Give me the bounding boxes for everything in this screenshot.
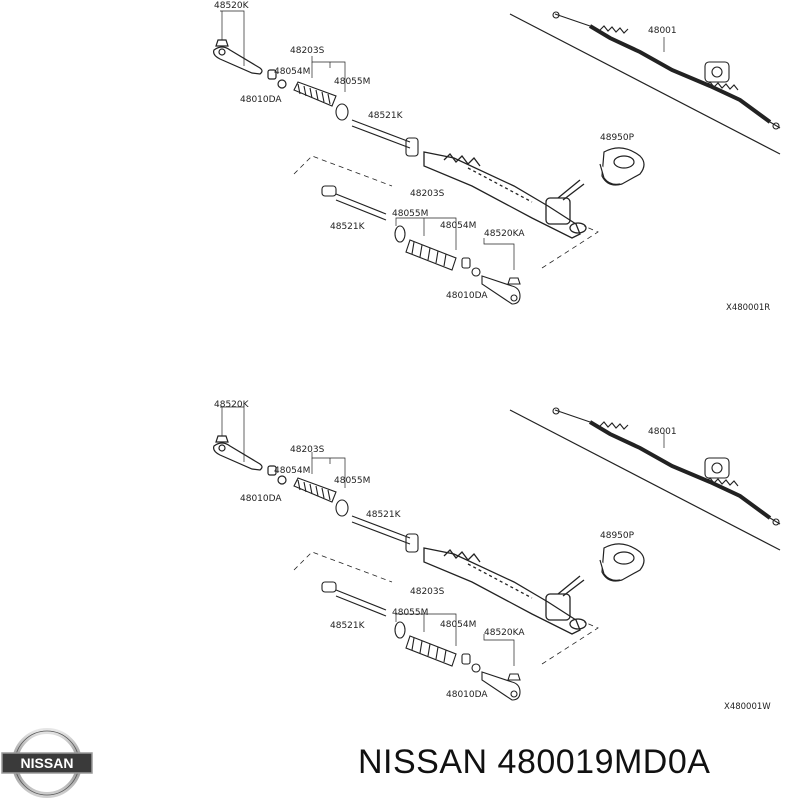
label-inner-socket: 48521K [366, 510, 402, 520]
label-boot-clamp-lower: 48054M [440, 221, 476, 231]
part-caption: NISSAN 480019MD0A [358, 743, 711, 781]
label-boot-kit-lower: 48203S [410, 587, 445, 597]
label-gear-assembly: 48001 [648, 26, 677, 36]
label-boot-clamp: 48054M [274, 466, 310, 476]
diagram-code: X480001W [724, 702, 771, 712]
label-boot-kit-lower: 48203S [410, 189, 445, 199]
diagram-code: X480001R [726, 303, 770, 313]
label-inner-socket-lower: 48521K [330, 621, 366, 631]
diagram-top: 48520K 48203S 48054M 48055M 48010DA 4852… [211, 1, 783, 313]
label-lock-nut: 48010DA [240, 494, 282, 504]
label-grommet: 48950P [600, 133, 635, 143]
label-inner-socket-lower: 48521K [330, 222, 366, 232]
label-boot-band: 48055M [334, 77, 370, 87]
label-tie-rod-end: 48520K [214, 400, 250, 410]
label-boot-band: 48055M [334, 476, 370, 486]
label-boot-clamp-lower: 48054M [440, 620, 476, 630]
label-lock-nut-lower: 48010DA [446, 291, 488, 301]
label-tie-rod-end-lower: 48520KA [484, 229, 525, 239]
label-lock-nut-lower: 48010DA [446, 690, 488, 700]
label-boot-band-lower: 48055M [392, 608, 428, 618]
label-inner-socket: 48521K [368, 111, 404, 121]
label-boot-kit: 48203S [290, 46, 325, 56]
label-tie-rod-end-lower: 48520KA [484, 628, 525, 638]
label-boot-band-lower: 48055M [392, 209, 428, 219]
nissan-logo: NISSAN [1, 728, 93, 798]
label-boot-clamp: 48054M [274, 67, 310, 77]
diagram-bottom: 48520K 48203S 48054M 48055M 48010DA 4852… [211, 400, 783, 712]
label-lock-nut: 48010DA [240, 95, 282, 105]
logo-wordmark: NISSAN [21, 755, 74, 771]
label-grommet: 48950P [600, 531, 635, 541]
label-tie-rod-end: 48520K [214, 1, 250, 11]
label-boot-kit: 48203S [290, 445, 325, 455]
label-gear-assembly: 48001 [648, 427, 677, 437]
